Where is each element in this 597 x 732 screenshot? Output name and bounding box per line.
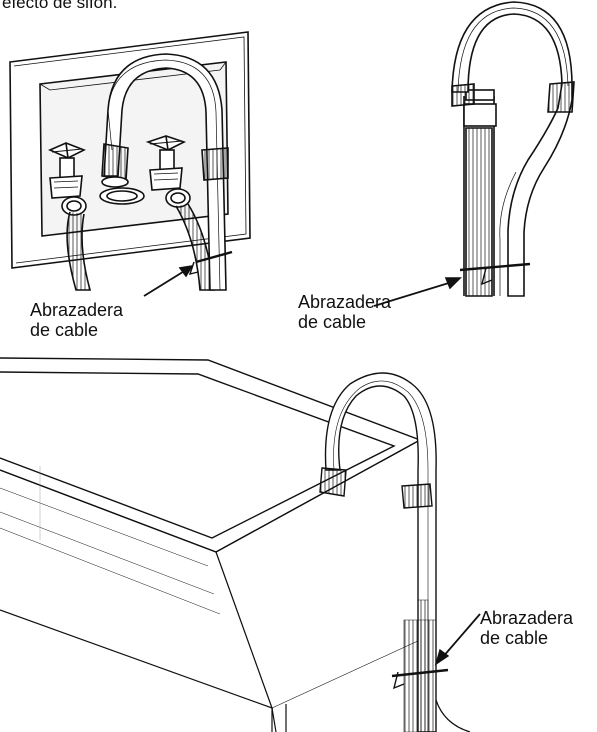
cable-clamp-label-2-line2: de cable [298,312,367,332]
cable-clamp-label-2: Abrazadera de cable [298,292,391,332]
cable-clamp-label-1: Abrazadera de cable [30,300,123,340]
cable-clamp-label-3-line1: Abrazadera [480,608,574,628]
cable-clamp-label-3: Abrazadera de cable [480,608,573,648]
cable-clamp-label-2-line1: Abrazadera [298,292,392,312]
standpipe-illustration [373,1,575,307]
cable-clamp-label-3-line2: de cable [480,628,549,648]
intro-text-fragment: efecto de sifón. [2,0,118,12]
wall-box-illustration [9,31,251,297]
right-faucet-icon [145,135,191,208]
cable-clamp-label-1-line2: de cable [30,320,99,340]
cable-clamp-label-1-line1: Abrazadera [30,300,124,320]
left-faucet-icon [48,142,87,216]
laundry-tub-illustration [0,357,481,732]
